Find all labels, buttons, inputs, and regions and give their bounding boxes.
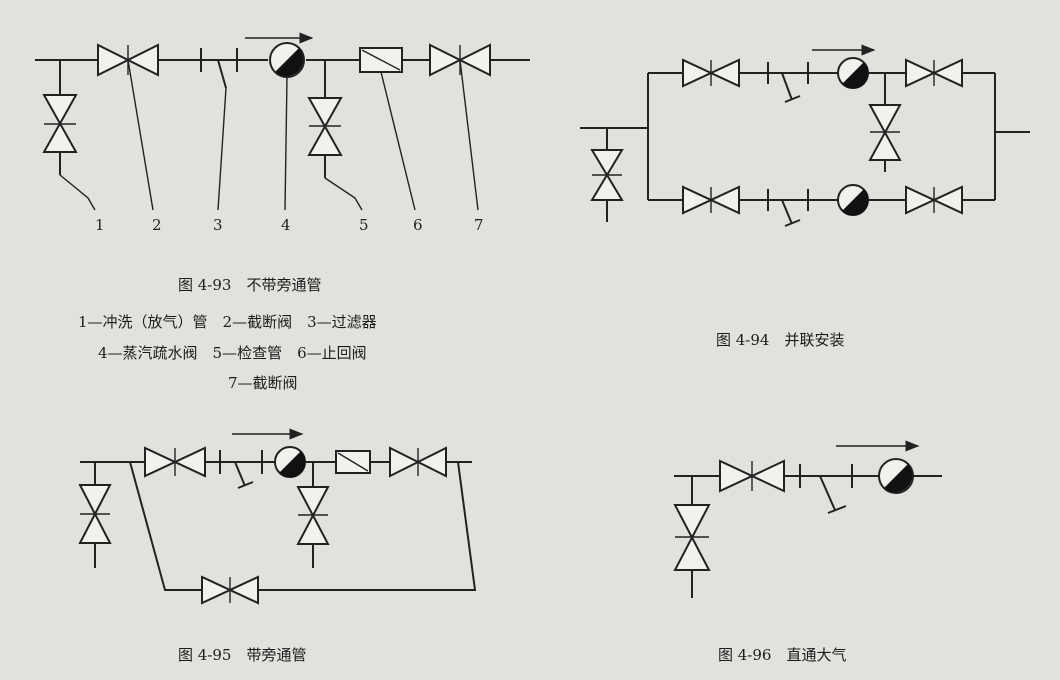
fig95-non-return-valve — [335, 450, 371, 474]
fig93-legend-line-3: 7—截断阀 — [228, 374, 298, 392]
fig96-strainer — [799, 464, 853, 514]
fig94-top-steam-trap — [837, 57, 869, 89]
fig93-callout-7: 7 — [474, 216, 484, 234]
fig94-bottom-steam-trap — [837, 184, 869, 216]
fig95-strainer — [219, 450, 263, 489]
fig95-bypass-left — [129, 461, 202, 591]
fig94-bottom-gate-valve-in — [682, 185, 740, 215]
fig93-callout-6: 6 — [413, 216, 423, 234]
fig96-caption: 图 4-96 直通大气 — [718, 646, 847, 664]
fig93-callout-5: 5 — [359, 216, 369, 234]
fig95-diagram — [78, 428, 477, 605]
fig96-gate-valve — [719, 459, 785, 493]
fig94-top-gate-valve-out — [905, 58, 963, 88]
fig93-non-return-valve — [359, 47, 403, 73]
fig94-flush-valve — [590, 149, 624, 201]
fig95-flush-valve — [78, 484, 112, 544]
fig93-caption: 图 4-93 不带旁通管 — [178, 276, 322, 294]
fig94-top-gate-valve-in — [682, 58, 740, 88]
fig95-gate-valve-out — [389, 446, 447, 478]
fig94-top-strainer — [767, 62, 809, 103]
fig94-caption: 图 4-94 并联安装 — [716, 331, 845, 349]
fig94-bottom-strainer — [767, 189, 809, 227]
fig96-flush-valve — [673, 504, 711, 571]
fig94-bottom-gate-valve-out — [905, 185, 963, 215]
fig93-callout-3: 3 — [213, 216, 223, 234]
fig93-callout-4: 4 — [281, 216, 291, 234]
fig93-leader-lines — [59, 59, 479, 211]
fig96-steam-trap — [878, 458, 914, 494]
fig93-diagram: 1 2 3 4 5 6 7 — [35, 32, 530, 234]
fig93-strainer — [200, 48, 238, 89]
fig95-gate-valve-in — [144, 446, 206, 478]
fig94-check-valve — [868, 104, 902, 161]
fig96-diagram — [673, 440, 942, 598]
fig93-callout-2: 2 — [152, 216, 162, 234]
fig95-bypass-right — [258, 461, 477, 591]
fig93-legend-line-1: 1—冲洗（放气）管 2—截断阀 3—过滤器 — [78, 313, 377, 331]
fig93-check-valve-5 — [307, 97, 343, 156]
fig95-bypass-valve — [201, 575, 259, 605]
fig93-legend-line-2: 4—蒸汽疏水阀 5—检查管 6—止回阀 — [98, 344, 367, 362]
fig95-caption: 图 4-95 带旁通管 — [178, 646, 307, 664]
fig94-diagram — [580, 44, 1030, 227]
fig93-callout-1: 1 — [95, 216, 105, 234]
fig93-flush-valve — [42, 94, 78, 153]
fig93-steam-trap — [269, 42, 305, 78]
fig95-steam-trap — [274, 446, 306, 478]
fig95-check-valve — [296, 486, 330, 545]
